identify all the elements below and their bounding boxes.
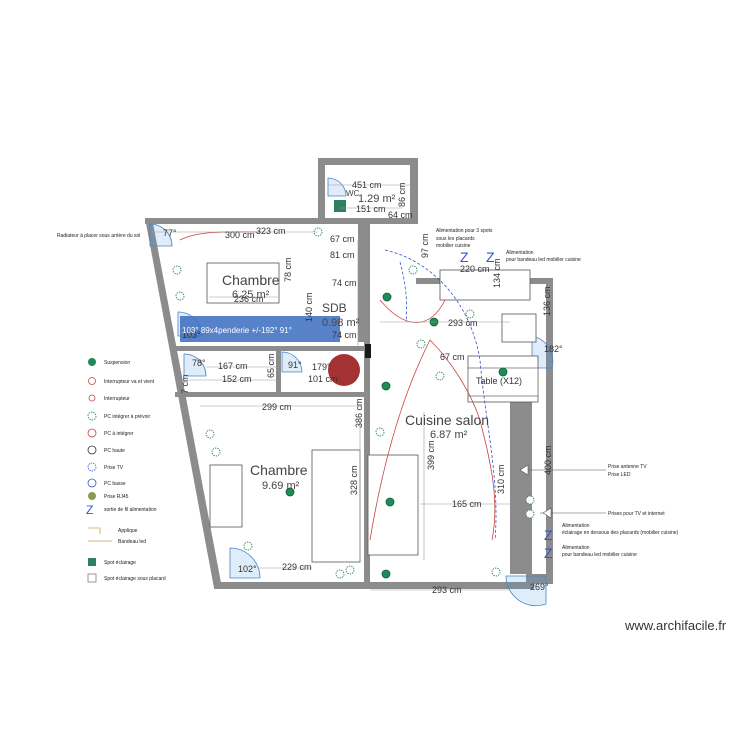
power-feed-icon: Z <box>460 249 469 265</box>
note-radiator: Radiateur à placer sous arrière du sol <box>57 233 140 239</box>
room-name: WC <box>346 189 360 198</box>
room-labels: Chambre 6.25 m² Chambre 9.69 m² Cuisine … <box>222 189 489 492</box>
legend-label: PC basse <box>104 481 126 487</box>
dim-label: 136 cm <box>542 286 552 316</box>
note-alim-right: Alimentation <box>562 545 590 551</box>
dim-label: 7 cm <box>180 374 190 394</box>
note-alim-right: éclairage en dessous des placards (mobil… <box>562 530 679 536</box>
note-alim-right: pour bandeau led mobilier cuisine <box>562 552 637 558</box>
dim-label: 299 cm <box>262 402 292 412</box>
dim-label: 64 cm <box>388 210 413 220</box>
note-alim-bandeau: Alimentation <box>506 250 534 256</box>
room-area: 6.87 m² <box>430 429 468 441</box>
room-name: Chambre <box>250 462 308 478</box>
dim-label: 323 cm <box>256 226 286 236</box>
dim-label: 386 cm <box>354 398 364 428</box>
dim-label: 328 cm <box>349 465 359 495</box>
dim-label: 310 cm <box>496 464 506 494</box>
walls <box>145 158 553 589</box>
legend-label: Prise RJ45 <box>104 494 129 500</box>
legend-label: Interrupteur va et vient <box>104 379 155 385</box>
dim-label: 300 cm <box>225 230 255 240</box>
angle-label: 182° <box>544 344 563 354</box>
angle-label: 179° <box>312 362 331 372</box>
power-feed-icon: Z <box>544 545 553 561</box>
dim-label: 293 cm <box>448 318 478 328</box>
note-alim-right: Alimentation <box>562 523 590 529</box>
note-alim-bandeau: pour bandeau led mobilier cuisine <box>506 257 581 263</box>
dim-label: 134 cm <box>492 258 502 288</box>
angle-labels: 77° 103° 78° 91° 179° 102° 182° 269° 103… <box>163 228 563 592</box>
annotations: Radiateur à placer sous arrière du sol A… <box>57 228 679 561</box>
watermark: www.archifacile.fr <box>624 618 727 633</box>
legend: Suspension Interrupteur va et vient Inte… <box>86 358 166 583</box>
dim-label: 78 cm <box>283 257 293 282</box>
angle-label: 103° <box>182 330 201 340</box>
angle-label: 78° <box>192 358 206 368</box>
dim-label: 167 cm <box>218 361 248 371</box>
room-area: 0.98 m² <box>322 317 360 329</box>
dim-label: 220 cm <box>460 264 490 274</box>
dim-label: 151 cm <box>356 204 386 214</box>
legend-label: PC à intégrer <box>104 431 134 437</box>
legend-label: Interrupteur <box>104 396 130 402</box>
dim-label: 97 cm <box>420 233 430 258</box>
dim-label: 67 cm <box>440 352 465 362</box>
legend-label: Spot éclairage <box>104 560 136 566</box>
room-area: 6.25 m² <box>232 289 270 301</box>
angle-label: 102° <box>238 564 257 574</box>
note-alim-spot: Alimentation pour 3 spots <box>436 228 493 234</box>
room-area: 9.69 m² <box>262 480 300 492</box>
dim-label: 74 cm <box>332 330 357 340</box>
dim-label: 81 cm <box>330 250 355 260</box>
angle-label: 91° <box>288 360 302 370</box>
room-name: SDB <box>322 301 347 315</box>
dim-label: 236 cm <box>234 294 264 304</box>
legend-label: Applique <box>118 528 138 534</box>
power-feed-icon: Z <box>486 249 495 265</box>
dim-label: 229 cm <box>282 562 312 572</box>
legend-label: Bandeau led <box>118 539 146 545</box>
dim-label: 86 cm <box>397 182 407 207</box>
table-label: Table (X12) <box>476 376 522 386</box>
dim-label: 399 cm <box>426 440 436 470</box>
legend-label: Prise TV <box>104 465 124 471</box>
legend-label: PC haute <box>104 448 125 454</box>
power-feed-icon: Z <box>544 527 553 543</box>
room-name: Chambre <box>222 272 280 288</box>
dim-label: 101 cm <box>308 374 338 384</box>
svg-text:Z: Z <box>86 503 93 517</box>
dim-label: 65 cm <box>266 353 276 378</box>
dimension-lines <box>152 184 510 591</box>
fixtures <box>172 227 535 579</box>
note-tv: Prise LED <box>608 472 631 478</box>
note-alim-spot: mobilier cuisine <box>436 243 471 249</box>
angle-label: 77° <box>163 228 177 238</box>
room-area: 1.29 m² <box>358 193 396 205</box>
dim-label: 152 cm <box>222 374 252 384</box>
dim-label: 451 cm <box>352 180 382 190</box>
legend-label: PC intégrer à prévoir <box>104 414 150 420</box>
angle-label: 269° <box>530 582 549 592</box>
dim-label: 140 cm <box>304 292 314 322</box>
dimension-labels: 451 cm 151 cm 64 cm 86 cm 300 cm 323 cm … <box>180 180 553 595</box>
note-prises-tv: Prises pour TV et internet <box>608 511 665 517</box>
room-name: Cuisine salon <box>405 412 489 428</box>
dim-label: 165 cm <box>452 499 482 509</box>
legend-label: Spot éclairage sous placard <box>104 576 166 582</box>
legend-label: sortie de fil alimentation <box>104 507 157 513</box>
dim-label: 67 cm <box>330 234 355 244</box>
dim-label: 400 cm <box>543 445 553 475</box>
note-tv: Prise antenne TV <box>608 464 647 470</box>
overlap-label: 103° 89x4penderie +/-192° 91° <box>182 326 292 335</box>
dim-label: 74 cm <box>332 278 357 288</box>
legend-label: Suspension <box>104 360 130 366</box>
dim-label: 293 cm <box>432 585 462 595</box>
note-alim-spot: sous les placards <box>436 236 475 242</box>
